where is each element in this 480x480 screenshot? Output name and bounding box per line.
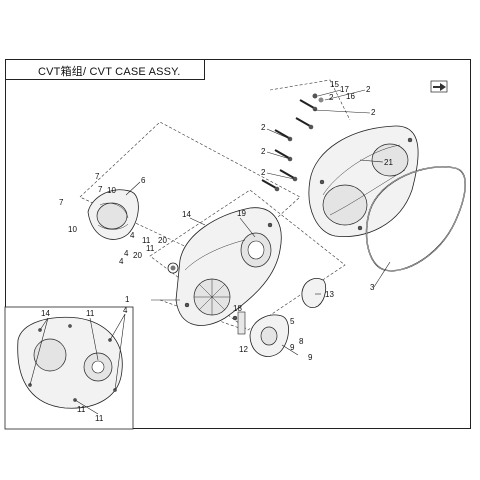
label-7-a: 7 (95, 172, 100, 181)
label-13: 13 (325, 290, 334, 299)
inspection-cover (249, 314, 289, 357)
shaft (237, 311, 246, 335)
callout-labels: 15 17 16 2 2 2 2 2 2 21 3 6 7 7 7 10 10 … (41, 80, 393, 423)
label-17: 17 (340, 85, 349, 94)
label-9-a: 9 (308, 353, 313, 362)
label-7-b: 7 (98, 185, 103, 194)
label-16: 16 (346, 92, 355, 101)
detail-inset (4, 306, 134, 430)
label-9-b: 9 (290, 343, 295, 352)
label-14-b: 14 (41, 309, 50, 318)
label-11-c: 11 (86, 309, 95, 318)
label-2-a: 2 (366, 85, 371, 94)
outer-cvt-cover (308, 125, 419, 238)
label-11-e: 11 (95, 414, 104, 423)
label-1: 1 (125, 295, 130, 304)
air-duct-cover (87, 189, 139, 240)
label-2-c: 2 (261, 123, 266, 132)
side-cover (301, 278, 327, 309)
label-14-a: 14 (182, 210, 191, 219)
page-title: CVT箱组/ CVT CASE ASSY. (38, 66, 181, 78)
label-19: 19 (237, 209, 246, 218)
label-11-a: 11 (142, 236, 151, 245)
label-2-d: 2 (261, 147, 266, 156)
label-20-a: 20 (158, 236, 167, 245)
label-8: 8 (299, 337, 304, 346)
main-cvt-case (167, 207, 282, 326)
label-2-f: 2 (329, 93, 334, 102)
title-box (5, 59, 205, 80)
label-12: 12 (239, 345, 248, 354)
cover-gasket (365, 166, 466, 272)
label-6: 6 (141, 176, 146, 185)
label-4-d: 4 (123, 306, 128, 315)
label-3: 3 (370, 283, 375, 292)
label-4-c: 4 (119, 257, 124, 266)
label-11-b: 11 (146, 244, 155, 253)
label-10-b: 10 (68, 225, 77, 234)
label-21: 21 (384, 158, 393, 167)
label-2-b: 2 (371, 108, 376, 117)
label-10-a: 10 (107, 186, 116, 195)
label-7-c: 7 (59, 198, 64, 207)
label-5: 5 (290, 317, 295, 326)
leader-lines (125, 89, 391, 356)
label-4-b: 4 (124, 249, 129, 258)
label-15: 15 (330, 80, 339, 89)
label-18: 18 (233, 304, 242, 313)
arrow-icon (430, 80, 448, 93)
label-4-a: 4 (130, 231, 135, 240)
label-11-d: 11 (77, 405, 86, 414)
label-20-b: 20 (133, 251, 142, 260)
label-2-e: 2 (261, 168, 266, 177)
